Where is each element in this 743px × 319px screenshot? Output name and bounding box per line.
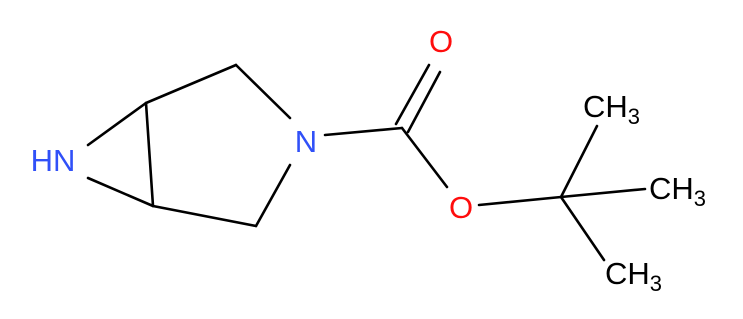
bond-c5-c4	[151, 204, 258, 228]
methyl-bottom-subscript: 3	[650, 271, 662, 296]
bond-nh-c5	[86, 176, 155, 208]
bond-c1-c2	[144, 63, 238, 105]
bond-o-tbutyl-c	[477, 195, 563, 207]
methyl-top-subscript: 3	[628, 104, 640, 129]
bond-n-carbonyl-c	[323, 126, 404, 137]
bond-tbutyl-ch3-bottom	[559, 195, 606, 262]
ring-nitrogen-label: N	[295, 124, 317, 159]
bond-c2-n	[234, 63, 292, 120]
bond-tbutyl-ch3-top	[559, 124, 599, 199]
methyl-bottom-main: CH	[605, 256, 650, 291]
bond-carbonyl-c-o	[400, 126, 449, 189]
carbonyl-oxygen-label: O	[429, 24, 453, 59]
bonds	[86, 63, 647, 262]
methyl-right-subscript: 3	[694, 186, 706, 211]
bond-tbutyl-ch3-right	[559, 187, 647, 199]
bond-c1-c5	[144, 101, 155, 208]
methyl-top-label: CH3	[583, 89, 640, 129]
bond-nh-c1	[86, 101, 148, 147]
methyl-right-main: CH	[649, 171, 694, 206]
methyl-bottom-label: CH3	[605, 256, 662, 296]
aziridine-nh-label: HN	[31, 143, 76, 178]
bond-carbonyl-double-a	[394, 63, 431, 126]
bond-c4-n	[254, 163, 292, 228]
methyl-top-main: CH	[583, 89, 628, 124]
methyl-right-label: CH3	[649, 171, 706, 211]
ester-oxygen-label: O	[449, 190, 473, 225]
bond-carbonyl-double-b	[406, 70, 442, 134]
